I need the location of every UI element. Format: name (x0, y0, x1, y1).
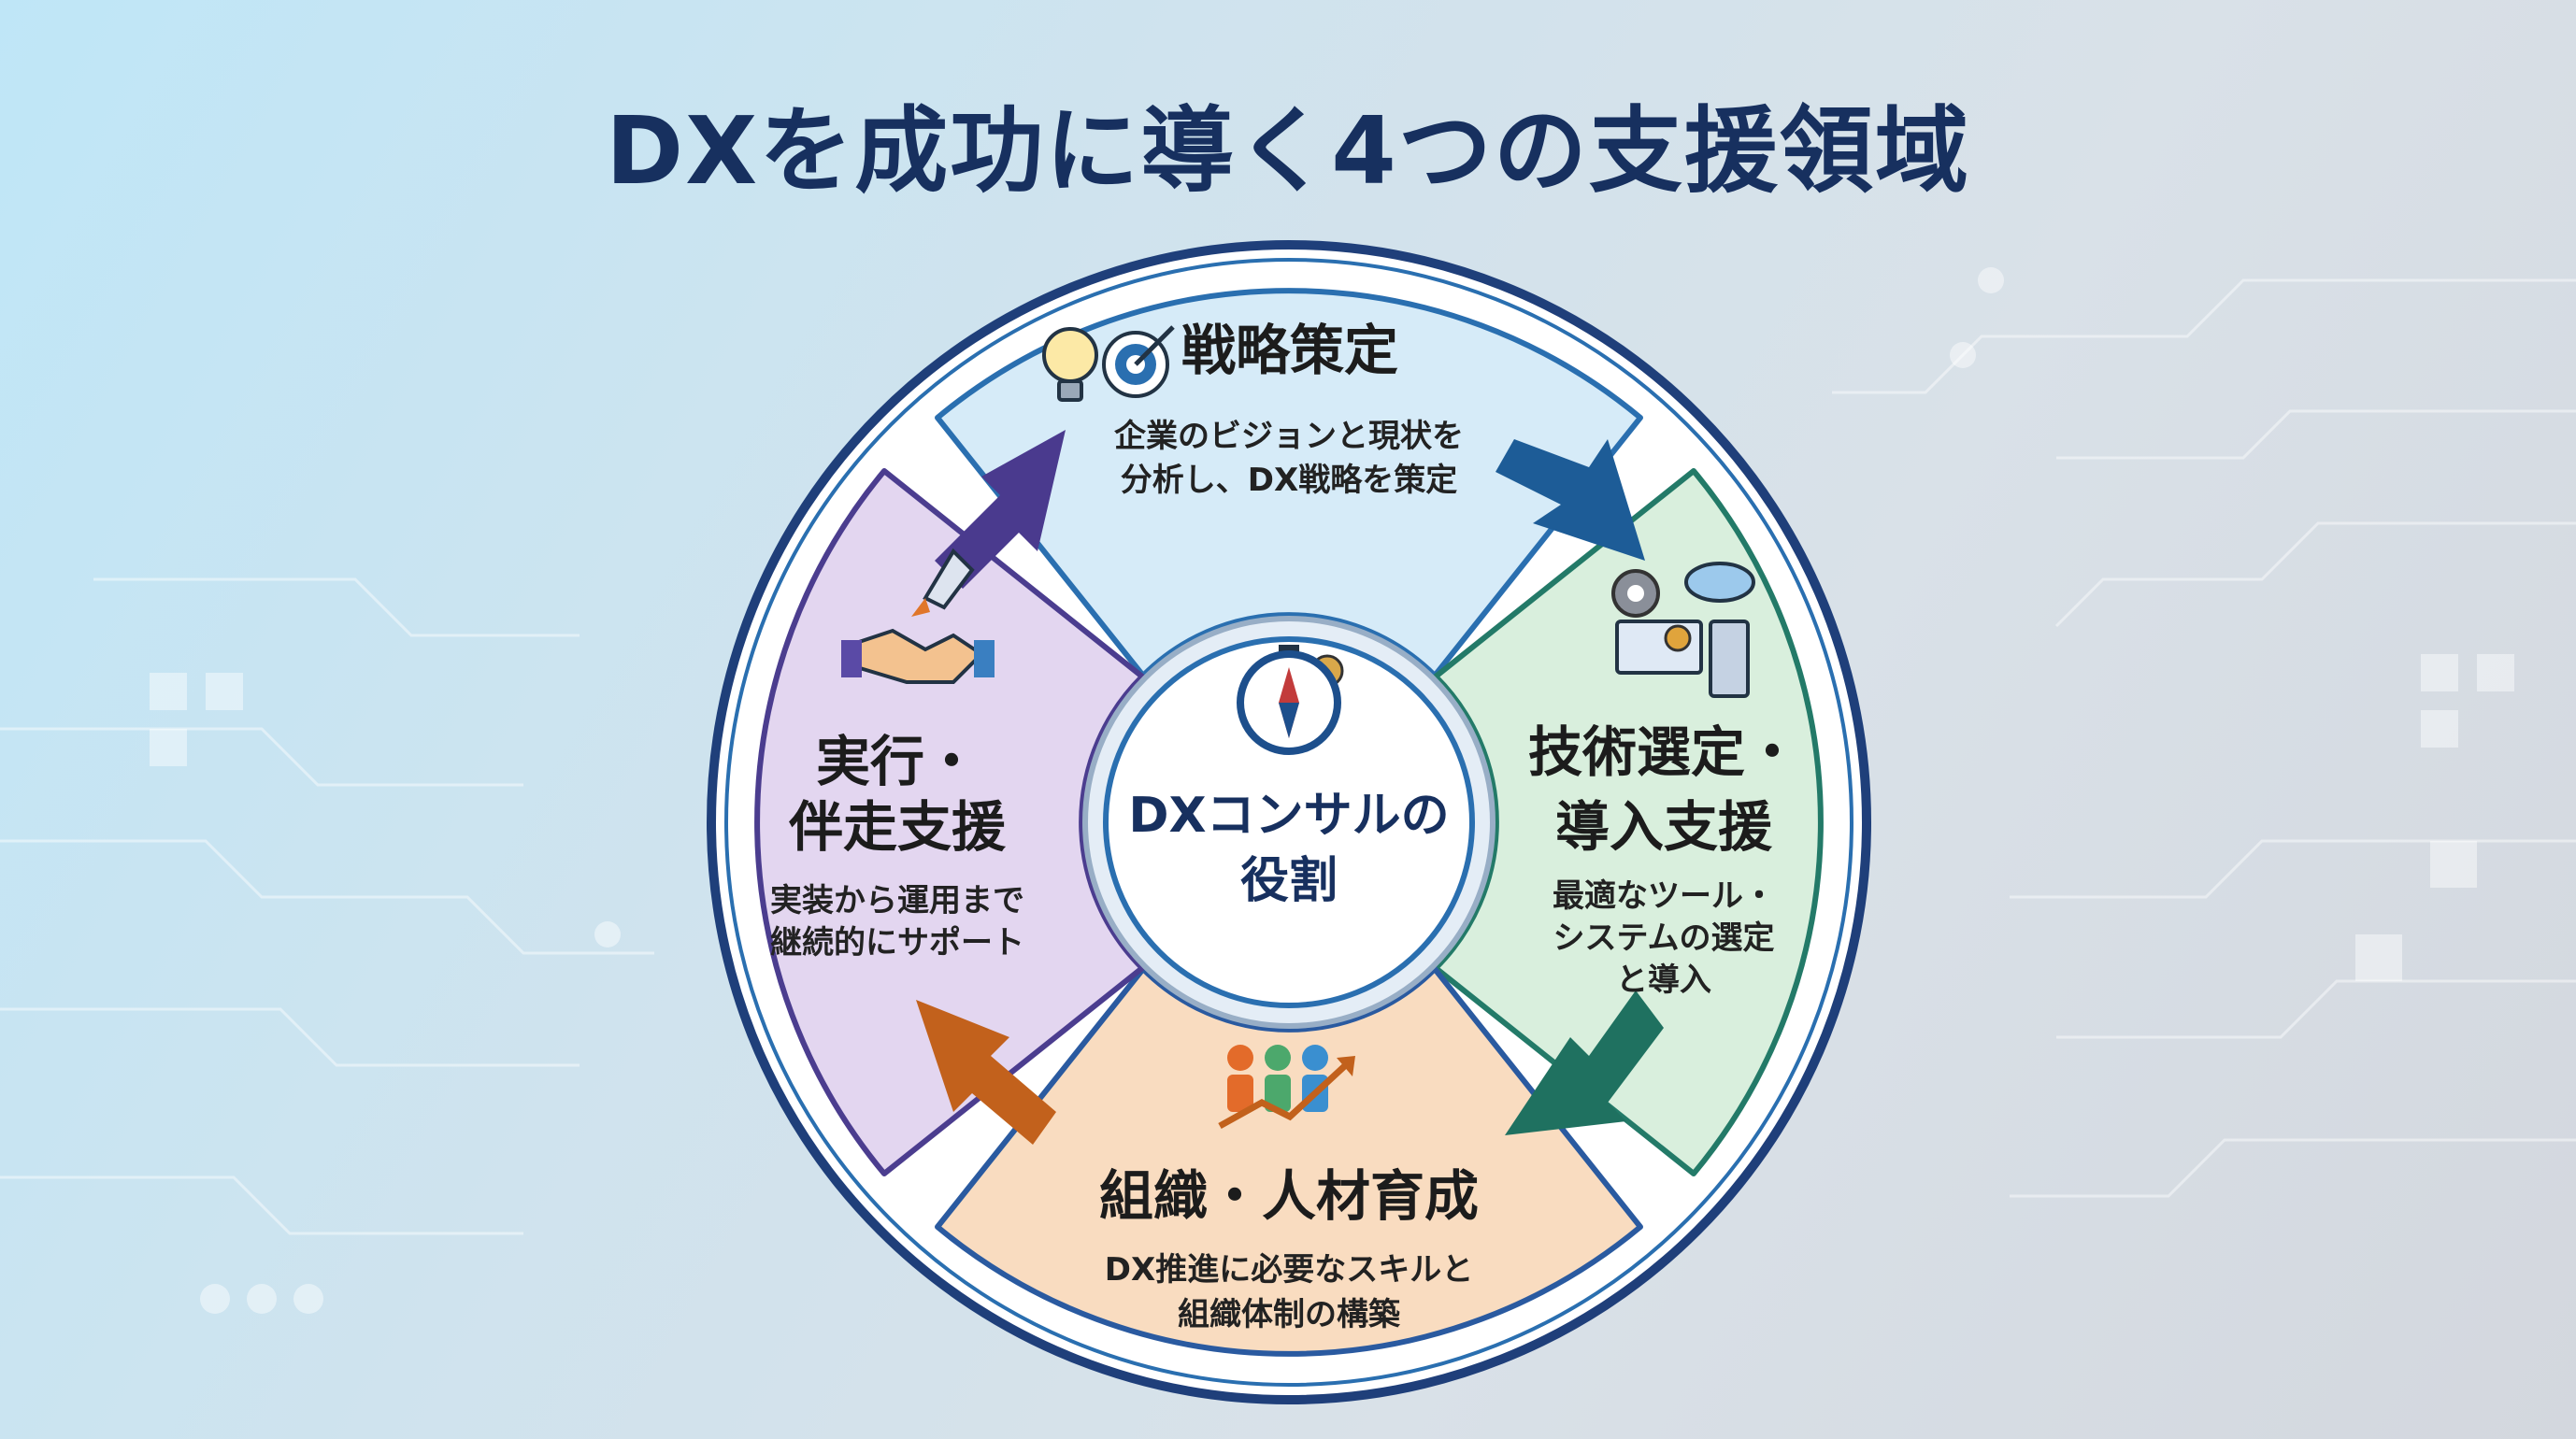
lightbulb-target-icon (1042, 325, 1175, 402)
rocket-handshake-icon (841, 548, 995, 684)
segment-strategy-desc-2: 分析し、DX戦略を策定 (1121, 462, 1457, 499)
segment-technology-desc-1: 最適なツール・ (1553, 877, 1775, 915)
segment-strategy-title: 戦略策定 (1181, 319, 1398, 382)
segment-strategy-desc-1: 企業のビジョンと現状を (1114, 418, 1464, 455)
segment-technology-title-1: 技術選定・ (1528, 720, 1799, 784)
segment-execution-desc-2: 継続的にサポート (770, 924, 1024, 962)
arrow-organization-to-execution (916, 1000, 1056, 1145)
outer-ring-inner (724, 258, 1853, 1387)
center-label-line-2: 役割 (1240, 853, 1338, 909)
center-label-line-1: DXコンサルの (1128, 788, 1449, 844)
arrow-technology-to-organization (1505, 990, 1664, 1135)
segment-execution-title-1: 実行・ (816, 730, 979, 793)
arrow-execution-to-strategy (935, 430, 1066, 589)
segment-organization-desc-1: DX推進に必要なスキルと (1105, 1251, 1473, 1289)
segment-technology-desc-2: システムの選定 (1553, 919, 1775, 957)
segment-technology-desc-3: と導入 (1616, 962, 1711, 999)
compass-gear-icon (1237, 645, 1344, 755)
gear-cloud-computer-icon (1611, 562, 1755, 698)
page-title: DXを成功に導く4つの支援領域 (606, 96, 1970, 206)
segment-organization-desc-2: 組織体制の構築 (1178, 1296, 1401, 1333)
arrow-strategy-to-technology (1496, 439, 1645, 561)
team-growth-chart-icon (1218, 1045, 1355, 1130)
center-disc (1103, 636, 1475, 1008)
segment-execution-title-2: 伴走支援 (788, 795, 1007, 859)
segment-organization (935, 966, 1643, 1357)
segment-organization-title: 組織・人材育成 (1099, 1164, 1479, 1228)
segment-technology-title-2: 導入支援 (1555, 795, 1773, 859)
segment-execution-desc-1: 実装から運用まで (770, 882, 1024, 919)
